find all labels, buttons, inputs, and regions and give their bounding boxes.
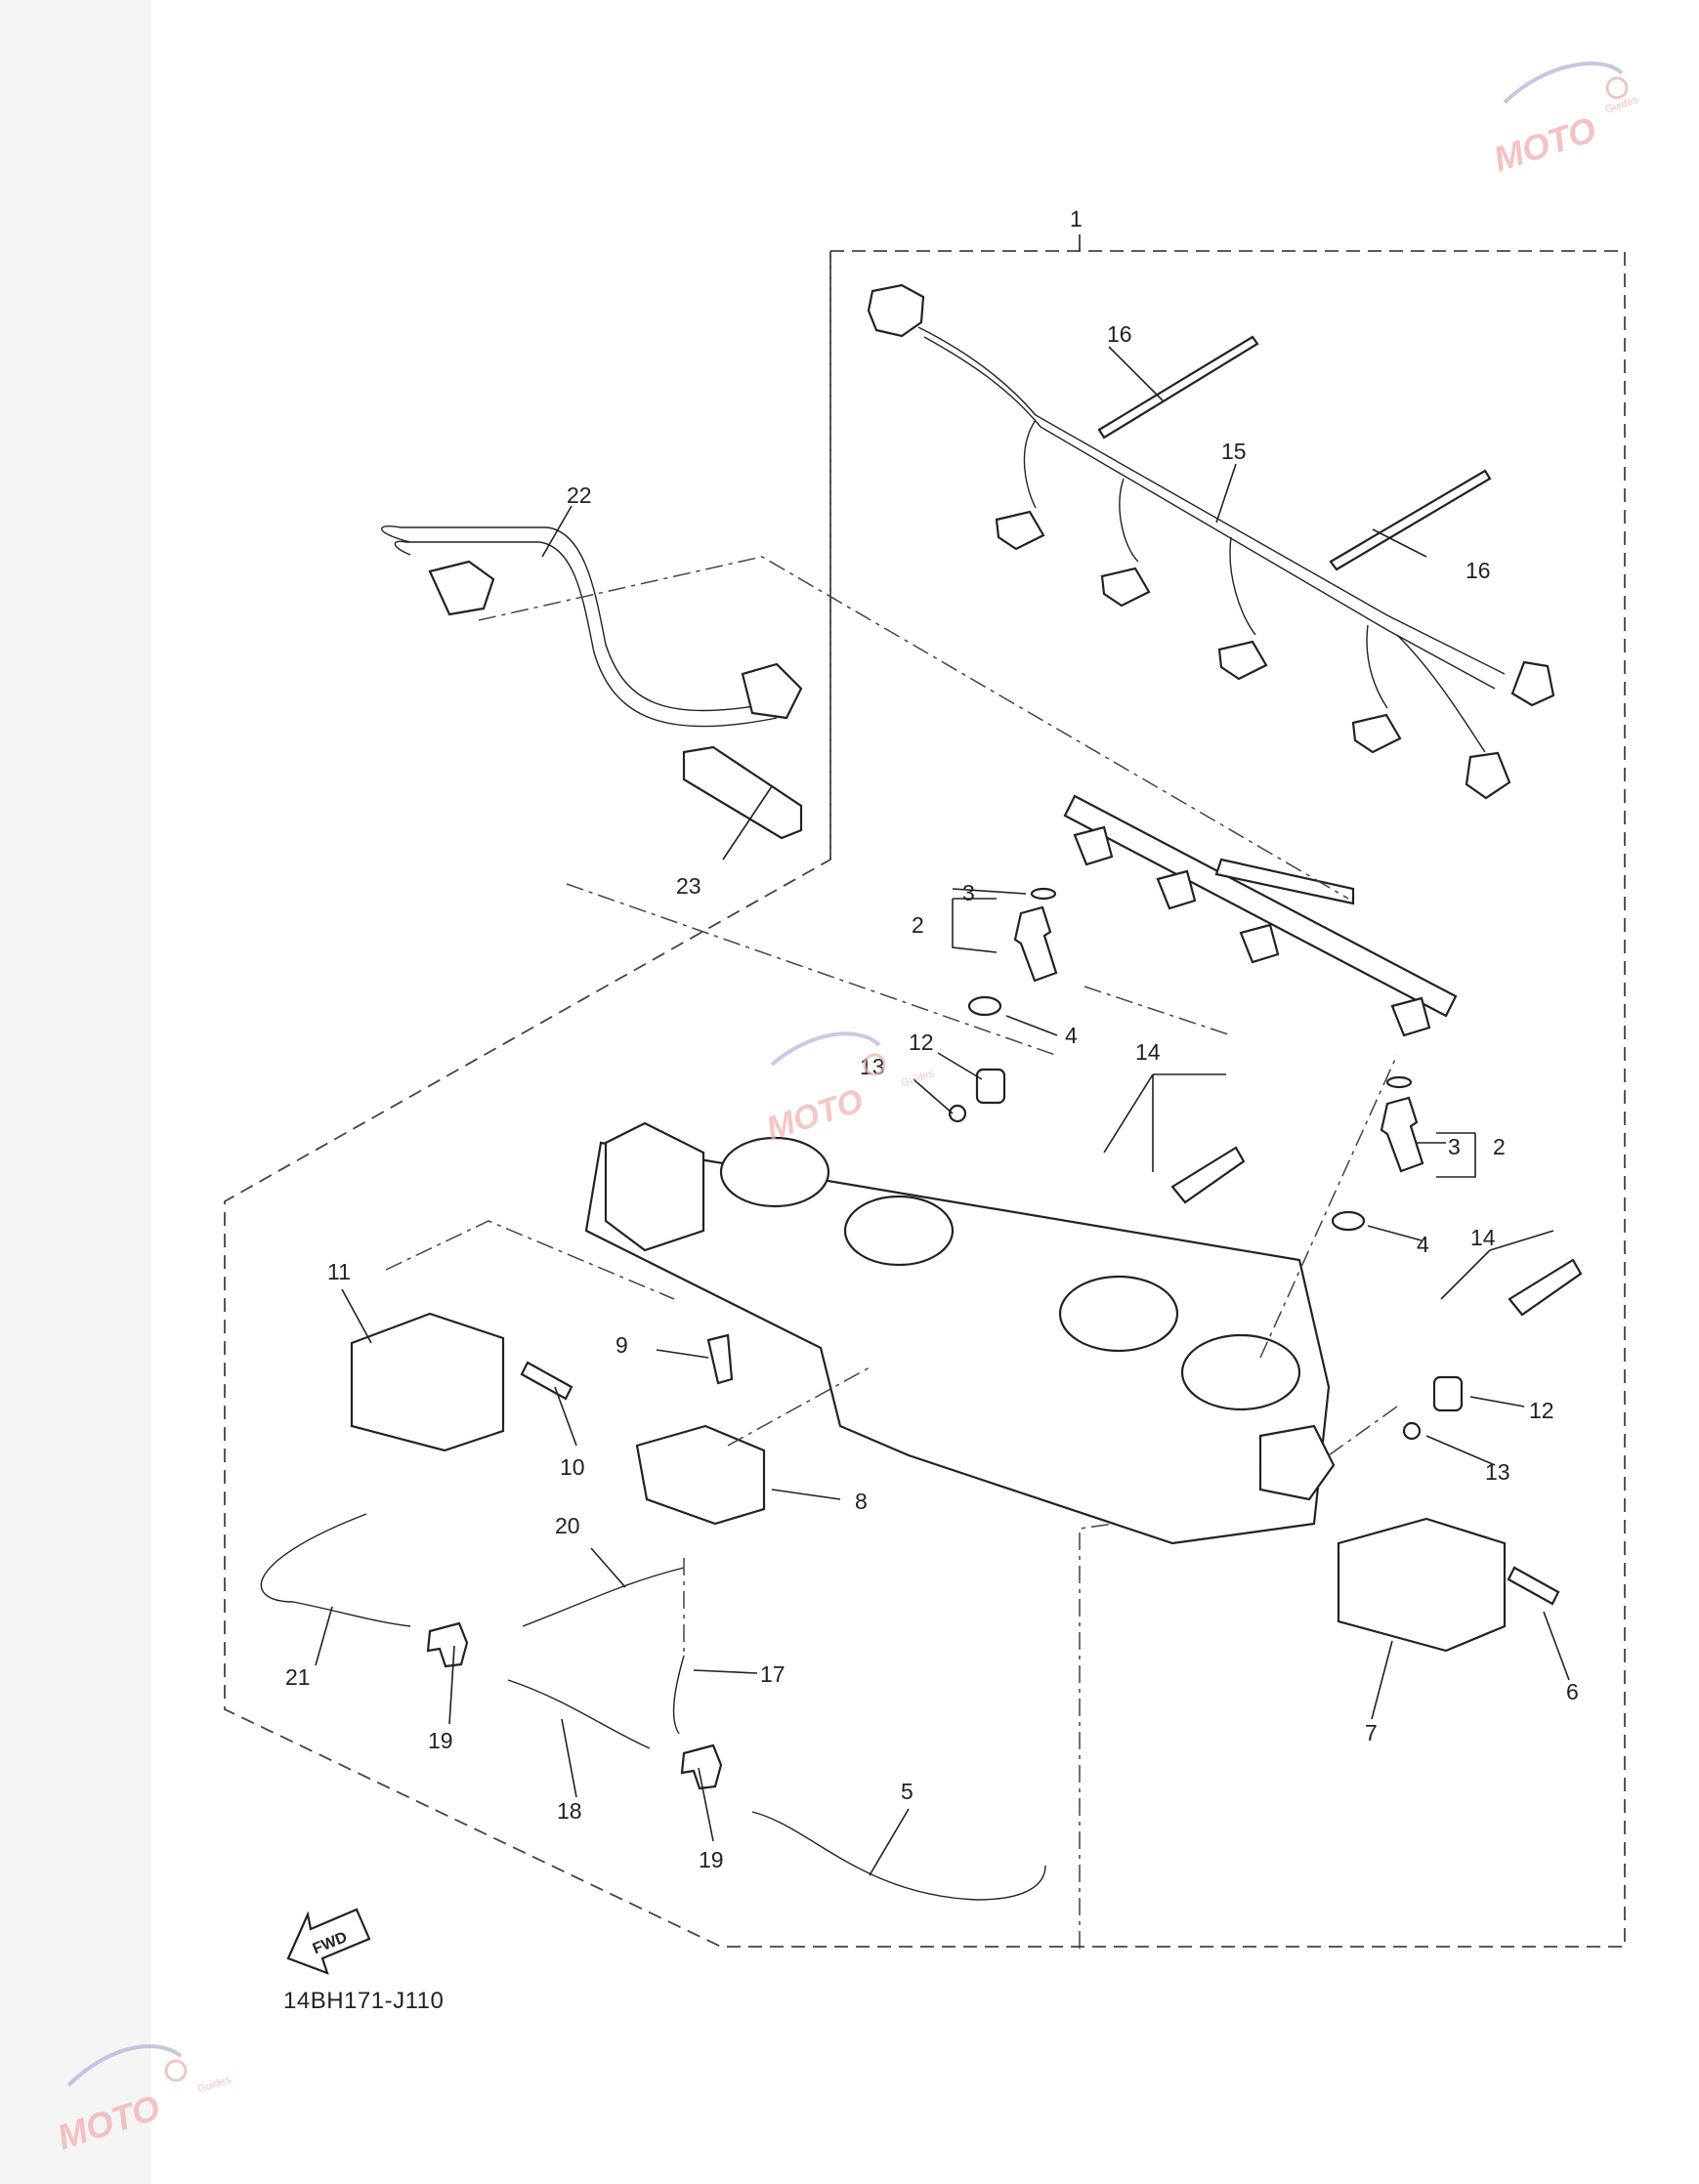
callout-2: 2 xyxy=(1493,1134,1506,1159)
clip xyxy=(948,1104,967,1123)
callout-23: 23 xyxy=(676,873,701,899)
joint xyxy=(1432,1375,1464,1412)
pressure-sensor xyxy=(635,1424,766,1526)
screw xyxy=(706,1333,734,1385)
callout-11: 11 xyxy=(327,1259,351,1284)
leader-lines xyxy=(315,234,1570,1876)
callout-14: 14 xyxy=(1135,1039,1161,1065)
hose xyxy=(751,1811,1046,1901)
reference-line xyxy=(478,556,1349,900)
callout-12: 12 xyxy=(1529,1398,1554,1423)
watermark-text: MOTO xyxy=(1489,108,1601,179)
watermark-logo: MOTO Guides xyxy=(1489,62,1640,180)
screw xyxy=(520,1361,573,1401)
callout-9: 9 xyxy=(616,1332,628,1358)
watermark-text: MOTO xyxy=(762,1082,868,1148)
callout-14: 14 xyxy=(1470,1225,1496,1250)
callout-19: 19 xyxy=(699,1847,724,1872)
callout-5: 5 xyxy=(901,1779,913,1804)
callout-1: 1 xyxy=(1070,206,1083,231)
callout-20: 20 xyxy=(555,1513,580,1538)
reference-line xyxy=(727,1366,871,1447)
screw-set xyxy=(1508,1258,1583,1317)
t-joint xyxy=(426,1621,469,1668)
reference-line xyxy=(1259,1054,1398,1359)
reference-line xyxy=(1328,1406,1398,1456)
callout-15: 15 xyxy=(1221,439,1247,464)
watermark-text: MOTO xyxy=(53,2086,165,2157)
assembly-boundary xyxy=(224,250,1626,1948)
throttle-position-sensor xyxy=(350,1312,505,1452)
callout-22: 22 xyxy=(567,483,592,508)
callout-7: 7 xyxy=(1365,1720,1378,1745)
watermark-logo: MOTO Guides xyxy=(53,2044,233,2158)
wire-harness xyxy=(867,283,1555,800)
joint xyxy=(975,1068,1006,1105)
hose xyxy=(672,1655,685,1735)
watermark-subtext: Guides xyxy=(900,1068,936,1089)
seal xyxy=(1331,1210,1366,1232)
o-ring xyxy=(1030,887,1057,901)
callout-3: 3 xyxy=(1448,1134,1461,1159)
fuel-injector xyxy=(1013,905,1058,983)
clip xyxy=(1402,1421,1422,1441)
callout-16: 16 xyxy=(1465,558,1491,583)
callout-16: 16 xyxy=(1107,321,1132,347)
callout-2: 2 xyxy=(912,912,924,938)
reference-line xyxy=(566,883,1056,1056)
page-margin xyxy=(0,0,151,2184)
reference-line xyxy=(1079,1523,1115,1949)
reference-line xyxy=(1083,986,1232,1036)
seal xyxy=(967,995,1002,1017)
watermark-subtext: Guides xyxy=(196,2074,233,2095)
throttle-body xyxy=(584,1121,1336,1545)
fuel-rail xyxy=(1063,794,1458,1037)
callout-6: 6 xyxy=(1566,1679,1579,1704)
callout-4: 4 xyxy=(1065,1023,1078,1048)
screw xyxy=(1507,1566,1560,1606)
o-ring xyxy=(1385,1075,1413,1089)
hose xyxy=(522,1567,685,1627)
diagram-code: 14BH171-J110 xyxy=(283,1988,445,2014)
fuel-injector xyxy=(1380,1096,1424,1173)
callout-13: 13 xyxy=(1485,1459,1510,1485)
callout-8: 8 xyxy=(855,1489,868,1514)
screw-set xyxy=(1170,1146,1246,1204)
hose xyxy=(507,1679,651,1749)
callout-4: 4 xyxy=(1417,1232,1429,1257)
callout-3: 3 xyxy=(962,880,975,905)
callout-12: 12 xyxy=(909,1029,934,1055)
throttle-position-sensor xyxy=(1337,1517,1507,1653)
callout-17: 17 xyxy=(760,1661,786,1687)
callout-18: 18 xyxy=(557,1798,582,1824)
t-joint xyxy=(680,1743,723,1790)
fuel-hose xyxy=(381,525,803,840)
fwd-arrow-icon: FWD xyxy=(286,1908,371,1975)
callout-19: 19 xyxy=(428,1728,453,1753)
hose xyxy=(260,1513,411,1627)
callout-10: 10 xyxy=(560,1454,585,1480)
reference-line xyxy=(385,1220,675,1300)
callout-21: 21 xyxy=(285,1664,311,1690)
